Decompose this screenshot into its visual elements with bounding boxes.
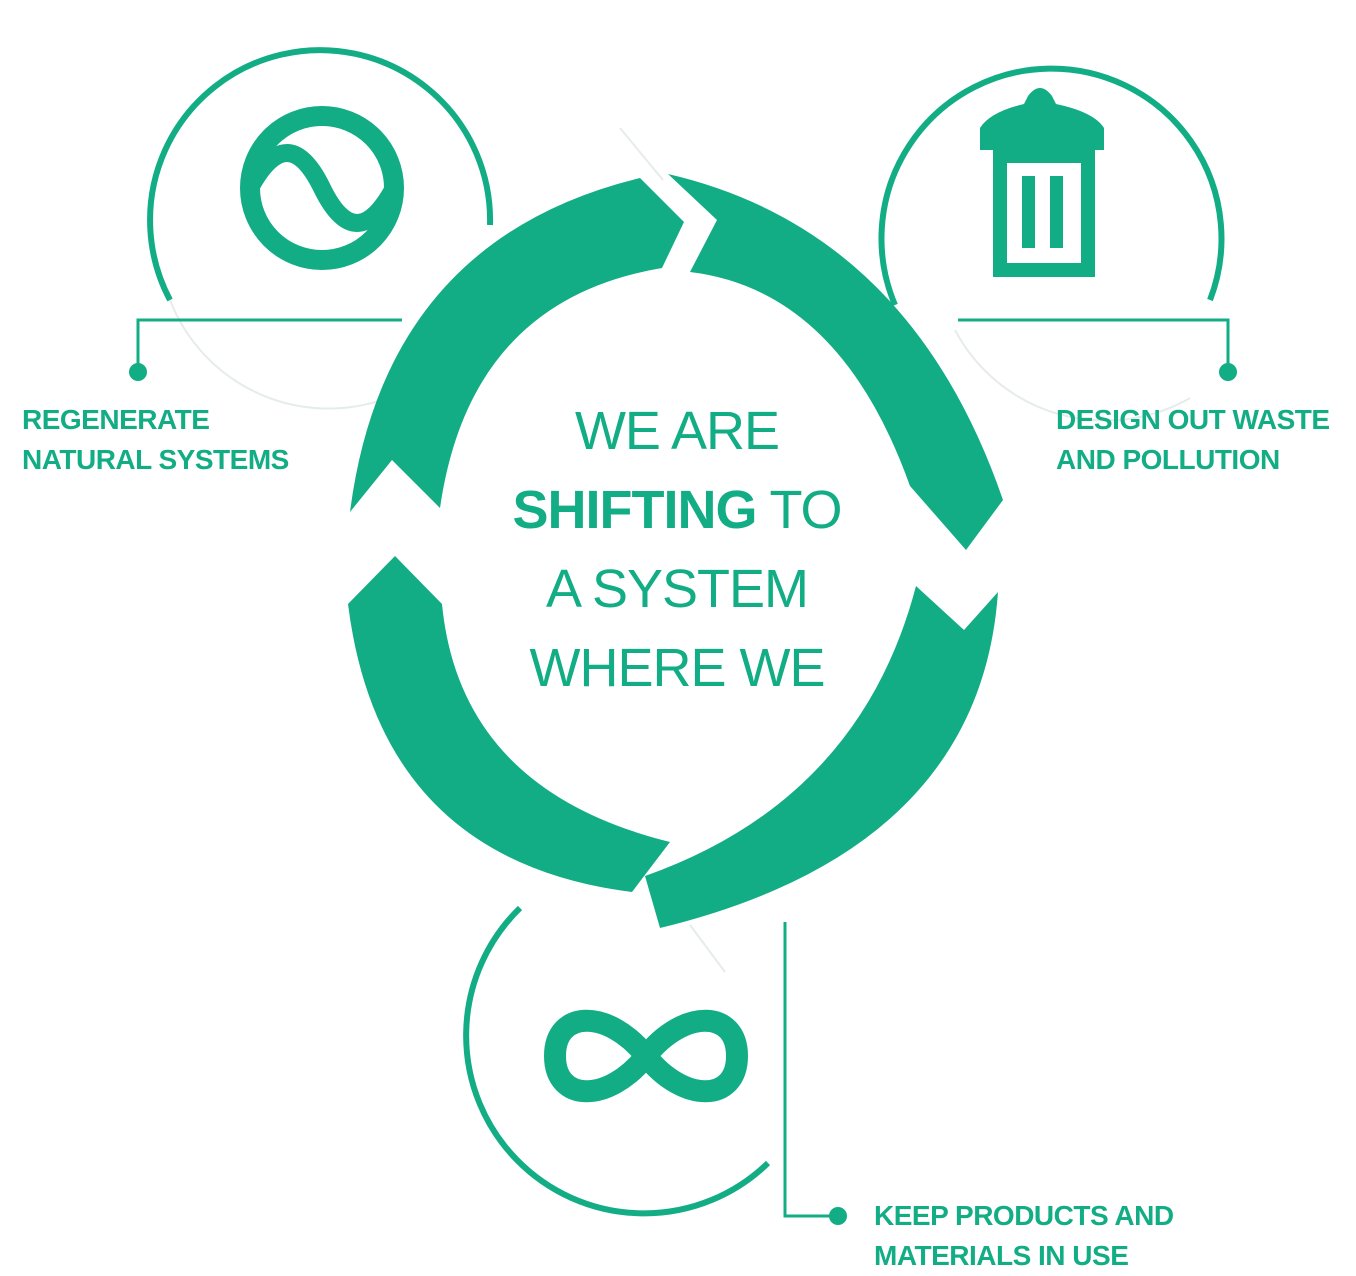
- principle-label-waste: DESIGN OUT WASTE AND POLLUTION: [1056, 400, 1330, 480]
- faint-slash-bottom: [689, 924, 726, 973]
- faint-arc-left: [169, 299, 396, 410]
- principle-label-line: MATERIALS IN USE: [874, 1239, 1129, 1271]
- connector-regenerate: [136, 318, 402, 372]
- center-line-1: WE ARE: [574, 401, 780, 461]
- trash-bin-slot-right: [1050, 176, 1063, 248]
- cycle-ring: [348, 174, 1003, 928]
- regenerate-icon: [240, 106, 404, 270]
- trash-bin-slot-left: [1022, 176, 1035, 248]
- cycle-arrow-bottom: [645, 586, 998, 928]
- principle-label-line: KEEP PRODUCTS AND: [874, 1200, 1174, 1231]
- principle-label-line: AND POLLUTION: [1056, 443, 1280, 475]
- principle-label-line: DESIGN OUT WASTE: [1056, 404, 1330, 435]
- regenerate-icon-wave: [241, 144, 403, 232]
- trash-bin-body: [993, 149, 1095, 277]
- center-line-3: A SYSTEM: [545, 559, 809, 619]
- principle-label-line: NATURAL SYSTEMS: [22, 443, 289, 475]
- center-emphasis: SHIFTING: [512, 480, 757, 540]
- infinity-icon: [543, 1009, 749, 1103]
- infinity-icon-loop: [543, 1009, 749, 1103]
- principle-label-line: REGENERATE: [22, 404, 210, 435]
- trash-bin-lid: [980, 88, 1104, 150]
- principle-label-keep: KEEP PRODUCTS AND MATERIALS IN USE: [874, 1196, 1174, 1276]
- center-line-2: SHIFTING TO: [472, 471, 882, 550]
- cycle-arrow-left: [348, 556, 670, 892]
- center-statement: WE ARE SHIFTING TO A SYSTEM WHERE WE: [472, 392, 882, 708]
- center-line-2-rest: TO: [756, 480, 842, 540]
- dot-regenerate: [129, 363, 147, 381]
- dot-keep: [829, 1207, 847, 1225]
- connectors: [136, 318, 1230, 1218]
- circle-arc-waste: [878, 65, 1225, 307]
- center-line-4: WHERE WE: [529, 638, 826, 698]
- circle-arc-keep: [463, 905, 771, 1217]
- faint-arc-right: [954, 329, 1191, 422]
- connector-waste: [958, 318, 1230, 372]
- connector-keep: [783, 922, 838, 1218]
- faint-outlines: [169, 127, 1191, 973]
- principle-label-regenerate: REGENERATE NATURAL SYSTEMS: [22, 400, 289, 480]
- cycle-arrow-top-right: [668, 174, 1003, 550]
- trash-bin-icon: [980, 88, 1104, 277]
- cycle-arrow-top-left: [350, 178, 684, 512]
- faint-slash-top: [619, 127, 664, 181]
- icon-circles: [147, 47, 1225, 1217]
- circle-arc-regenerate: [147, 47, 494, 302]
- connector-dots: [129, 363, 1237, 1225]
- dot-waste: [1219, 363, 1237, 381]
